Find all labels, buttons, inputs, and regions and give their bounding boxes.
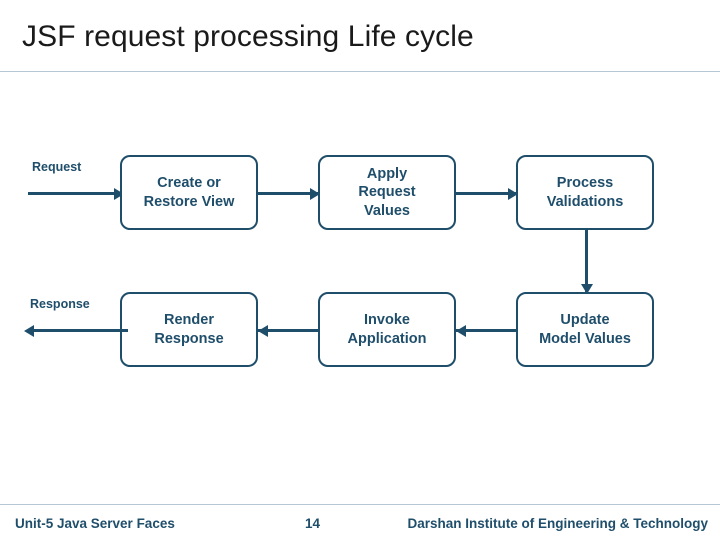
slide-footer: Unit-5 Java Server Faces 14 Darshan Inst… bbox=[0, 505, 720, 540]
node-line-1: Apply bbox=[366, 166, 408, 183]
arrow-shaft bbox=[456, 192, 516, 195]
arrow-shaft bbox=[258, 329, 318, 332]
title-divider bbox=[0, 71, 720, 72]
arrow-head bbox=[114, 187, 124, 200]
node-apply-request-values[interactable]: Apply Request Values bbox=[318, 155, 456, 230]
arrow-head bbox=[508, 187, 518, 200]
node-render-response[interactable]: Render Response bbox=[120, 292, 258, 367]
node-process-validations[interactable]: Process Validations bbox=[516, 155, 654, 230]
arrow-head bbox=[456, 324, 466, 337]
node-line-1: Render bbox=[164, 312, 214, 329]
node-update-model-values[interactable]: Update Model Values bbox=[516, 292, 654, 367]
arrow-head bbox=[310, 187, 320, 200]
node-line-1: Invoke bbox=[364, 312, 410, 329]
node-line-1: Update bbox=[560, 312, 610, 329]
node-line-2: Model Values bbox=[539, 330, 631, 347]
node-create-or-restore-view[interactable]: Create or Restore View bbox=[120, 155, 258, 230]
node-line-2: Response bbox=[154, 330, 224, 347]
node-line-2: Restore View bbox=[143, 193, 235, 210]
slide-title: JSF request processing Life cycle bbox=[22, 20, 474, 53]
footer-unit-label: Unit-5 Java Server Faces bbox=[15, 516, 175, 531]
node-line-2: Request bbox=[358, 184, 416, 201]
arrow-shaft bbox=[258, 192, 318, 195]
arrow-shaft bbox=[456, 329, 516, 332]
arrow-head bbox=[580, 284, 593, 294]
node-line-2: Validations bbox=[546, 193, 624, 210]
node-line-2: Application bbox=[347, 330, 427, 347]
edge-label-response: Response bbox=[30, 297, 90, 311]
footer-page-number: 14 bbox=[305, 516, 321, 531]
node-line-3: Values bbox=[364, 202, 410, 219]
arrow-shaft bbox=[32, 329, 128, 332]
node-invoke-application[interactable]: Invoke Application bbox=[318, 292, 456, 367]
arrow-shaft bbox=[28, 192, 120, 195]
arrow-head bbox=[24, 324, 34, 337]
footer-divider bbox=[0, 504, 720, 505]
edge-label-request: Request bbox=[32, 160, 82, 174]
node-line-1: Create or bbox=[157, 175, 221, 192]
footer-institute-label: Darshan Institute of Engineering & Techn… bbox=[407, 516, 708, 531]
node-line-1: Process bbox=[556, 175, 614, 192]
arrow-shaft bbox=[585, 230, 588, 292]
arrow-head bbox=[258, 324, 268, 337]
